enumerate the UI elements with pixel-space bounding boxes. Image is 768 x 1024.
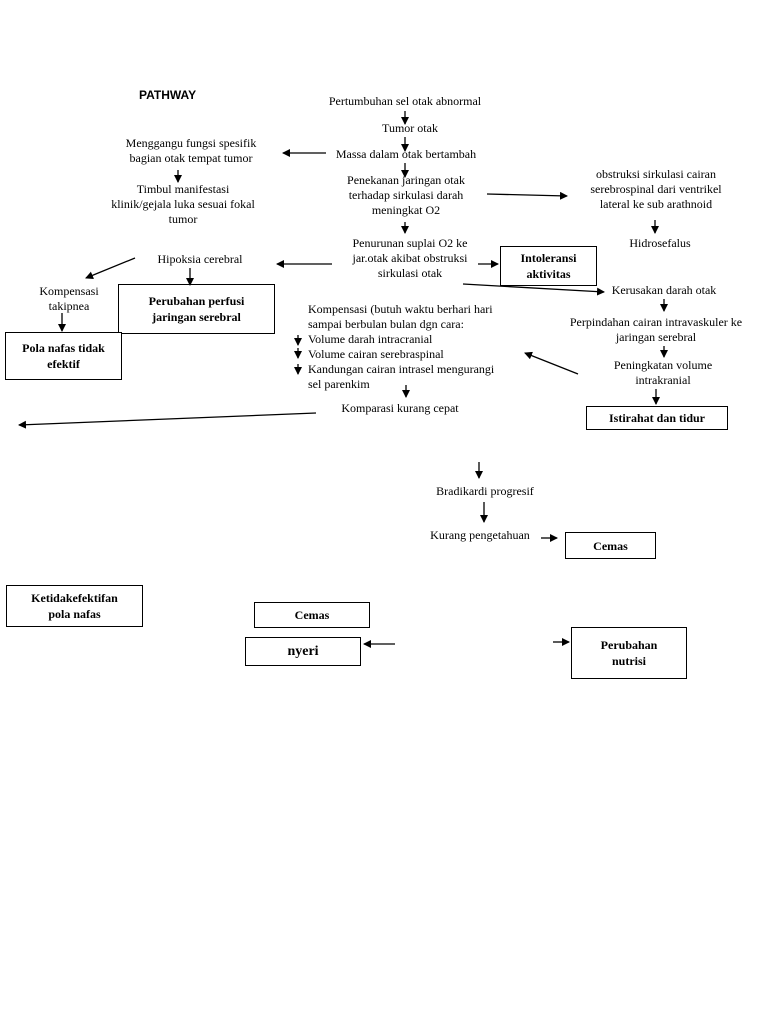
page-title: PATHWAY	[139, 88, 197, 102]
node-hidrosefalus: Hidrosefalus	[629, 236, 691, 250]
node-kurang-pengetahuan: Kurang pengetahuan	[430, 528, 530, 542]
box-intoleransi-aktivitas: Intoleransi aktivitas	[500, 246, 597, 286]
arrow-penurunan-kerusakan	[462, 283, 605, 296]
box-cemas-right: Cemas	[565, 532, 656, 559]
arrow-hipoksia-kompensasi	[85, 257, 136, 280]
box-nyeri: nyeri	[245, 637, 361, 666]
arrow-komparasi-left	[18, 412, 317, 429]
node-komparasi: Komparasi kurang cepat	[341, 401, 459, 415]
box-cemas-mid: Cemas	[254, 602, 370, 628]
node-obstruksi: obstruksi sirkulasi cairan serebrospinal…	[590, 167, 722, 211]
node-kompensasi-takipnea: Kompensasi takipnea	[39, 284, 99, 313]
node-pertumbuhan: Pertumbuhan sel otak abnormal	[328, 94, 482, 108]
node-hipoksia: Hipoksia cerebral	[157, 252, 243, 266]
node-kerusakan: Kerusakan darah otak	[611, 283, 717, 297]
node-kompensasi-list: Kompensasi (butuh waktu berhari hari sam…	[308, 302, 495, 391]
arrow-peningkatan-kompensasi	[524, 351, 579, 375]
box-pola-nafas-tidak-efektif: Pola nafas tidak efektif	[5, 332, 122, 380]
box-istirahat-tidur: Istirahat dan tidur	[586, 406, 728, 430]
node-timbul-manifestasi: Timbul manifestasi klinik/gejala luka se…	[111, 182, 255, 226]
node-bradikardi: Bradikardi progresif	[436, 484, 534, 498]
node-mengganggu: Menggangu fungsi spesifik bagian otak te…	[125, 136, 257, 165]
node-massa: Massa dalam otak bertambah	[335, 147, 477, 161]
node-perpindahan: Perpindahan cairan intravaskuler ke jari…	[569, 315, 743, 344]
box-perubahan-nutrisi: Perubahan nutrisi	[571, 627, 687, 679]
node-peningkatan: Peningkatan volume intrakranial	[613, 358, 713, 387]
arrow-penekanan-obstruksi	[486, 191, 568, 200]
box-ketidakefektifan-pola-nafas: Ketidakefektifan pola nafas	[6, 585, 143, 627]
node-penurunan: Penurunan suplai O2 ke jar.otak akibat o…	[352, 236, 468, 280]
node-penekanan: Penekanan jaringan otak terhadap sirkula…	[347, 173, 465, 217]
box-perubahan-perfusi: Perubahan perfusi jaringan serebral	[118, 284, 275, 334]
